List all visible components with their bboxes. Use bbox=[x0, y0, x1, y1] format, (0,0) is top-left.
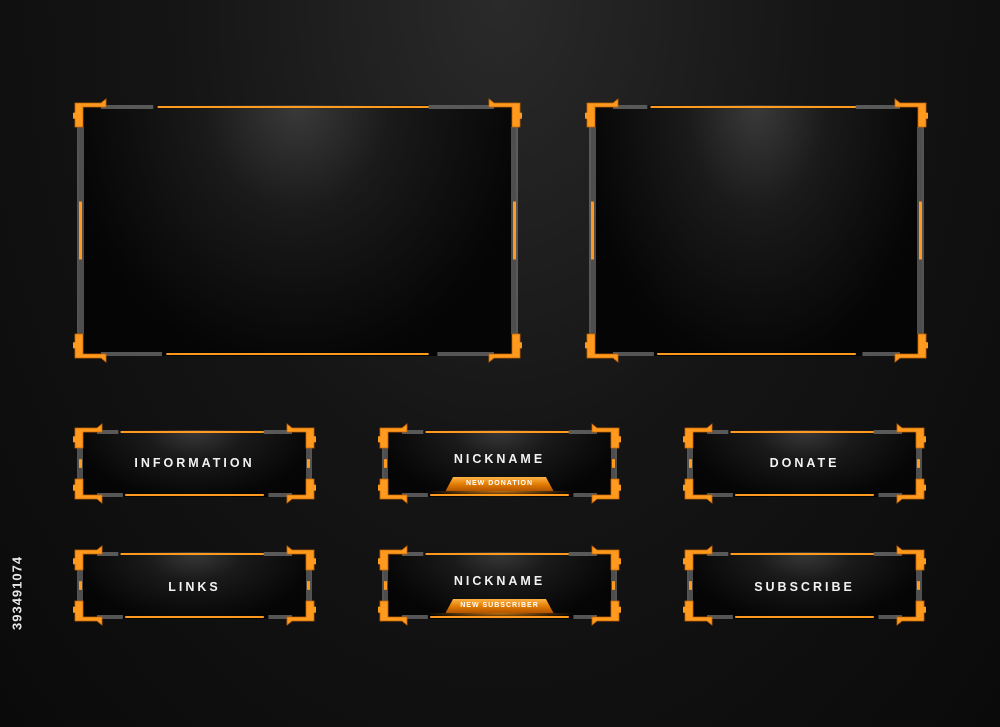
panel-nickname-donation[interactable]: NICKNAME NEW DONATION bbox=[378, 423, 621, 504]
new-subscriber-badge: NEW SUBSCRIBER bbox=[445, 599, 554, 613]
badge-glow bbox=[424, 491, 575, 497]
panel-label: NICKNAME bbox=[453, 452, 546, 466]
new-donation-badge: NEW DONATION bbox=[445, 477, 554, 491]
panel-label: SUBSCRIBE bbox=[754, 580, 855, 594]
stock-id-watermark: 393491074 bbox=[9, 555, 25, 631]
panel-information[interactable]: INFORMATION bbox=[73, 423, 316, 504]
panel-nickname-subscriber[interactable]: NICKNAME NEW SUBSCRIBER bbox=[378, 545, 621, 626]
panel-border bbox=[378, 423, 621, 504]
panel-label: NICKNAME bbox=[453, 574, 546, 588]
panel-label: INFORMATION bbox=[134, 456, 255, 470]
panel-border bbox=[683, 423, 926, 504]
panel-donate[interactable]: DONATE bbox=[683, 423, 926, 504]
camera-frame-small bbox=[585, 98, 928, 363]
panel-label: LINKS bbox=[168, 580, 221, 594]
panel-border bbox=[683, 545, 926, 626]
panel-border bbox=[73, 545, 316, 626]
panel-links[interactable]: LINKS bbox=[73, 545, 316, 626]
badge-glow bbox=[424, 613, 575, 619]
camera-frame-border bbox=[73, 98, 522, 363]
camera-frame-border bbox=[585, 98, 928, 363]
panel-border bbox=[73, 423, 316, 504]
camera-frame-large bbox=[73, 98, 522, 363]
panel-label: DONATE bbox=[769, 456, 840, 470]
panel-subscribe[interactable]: SUBSCRIBE bbox=[683, 545, 926, 626]
